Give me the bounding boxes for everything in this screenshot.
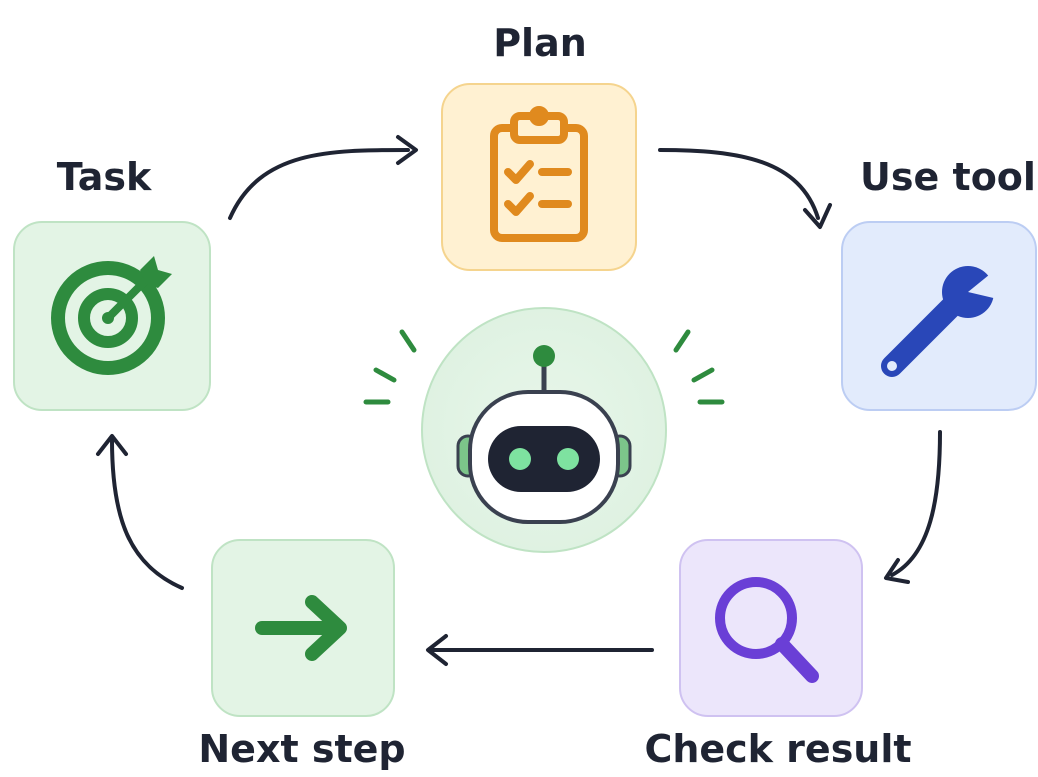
stage-task: Task xyxy=(13,155,211,411)
wrench-icon xyxy=(881,266,1002,377)
stage-label-next-step: Next step xyxy=(198,727,405,771)
arrow-plan-to-usetool xyxy=(658,148,820,220)
check-result-tile xyxy=(679,539,863,717)
arrowhead-next-to-task xyxy=(96,434,128,456)
arrow-task-to-plan xyxy=(228,148,410,220)
stage-label-plan: Plan xyxy=(493,21,587,65)
magnifier-icon xyxy=(715,577,819,683)
connector-arrows xyxy=(96,135,942,666)
arrow-next-to-task xyxy=(110,438,184,590)
stage-label-task: Task xyxy=(57,155,152,199)
arrowhead-plan-to-usetool xyxy=(803,203,832,229)
arrowhead-usetool-to-check xyxy=(884,558,910,584)
target-icon xyxy=(51,256,172,375)
center-robot xyxy=(363,307,725,553)
arrow-right-icon xyxy=(255,595,347,661)
stage-check-result: Check result xyxy=(644,539,912,771)
stage-plan: Plan xyxy=(441,21,637,271)
arrowhead-check-to-next xyxy=(426,634,448,666)
stage-use-tool: Use tool xyxy=(841,155,1037,411)
stage-label-check-result: Check result xyxy=(644,727,911,771)
stage-label-use-tool: Use tool xyxy=(860,155,1036,199)
arrowhead-task-to-plan xyxy=(396,135,418,165)
activity-spark-lines xyxy=(363,329,725,405)
arrow-usetool-to-check xyxy=(890,430,942,577)
clipboard-checklist-icon xyxy=(490,106,588,242)
robot-icon xyxy=(456,345,632,524)
stage-next-step: Next step xyxy=(198,539,406,771)
